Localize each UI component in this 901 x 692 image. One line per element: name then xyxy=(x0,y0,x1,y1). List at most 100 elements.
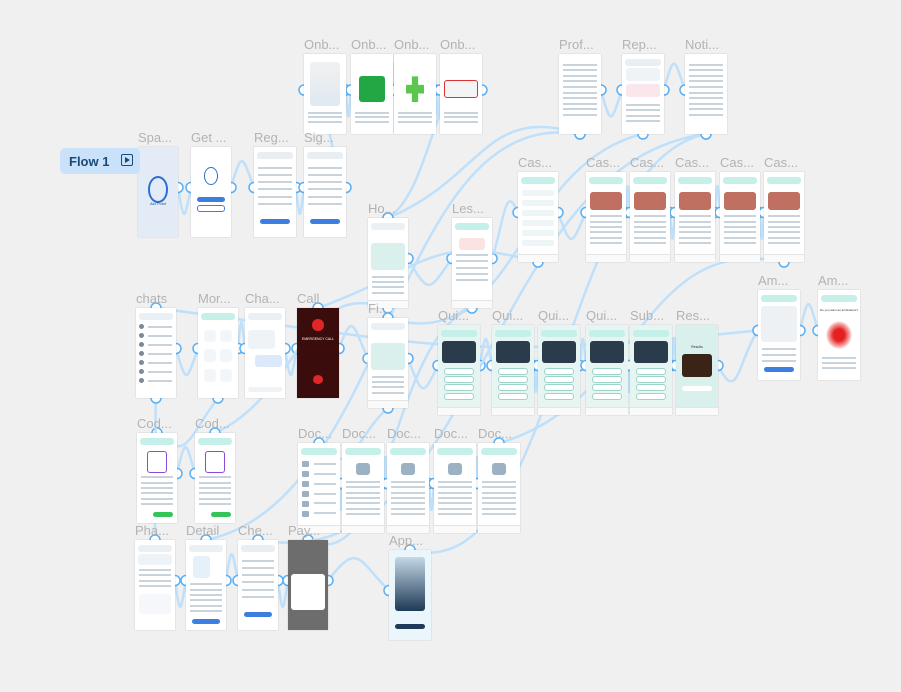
frame-doc5[interactable] xyxy=(478,443,520,533)
frame-cas6[interactable] xyxy=(764,172,804,262)
answer-option[interactable] xyxy=(636,368,666,376)
frame-onb3[interactable] xyxy=(394,54,436,134)
frame-am1[interactable] xyxy=(758,290,800,380)
prototype-link[interactable] xyxy=(662,62,687,91)
frame-reg[interactable] xyxy=(254,147,296,237)
frame-label-mor[interactable]: Mor... xyxy=(198,291,231,306)
frame-label-onb1[interactable]: Onb... xyxy=(304,37,340,52)
frame-label-doc1[interactable]: Doc... xyxy=(298,426,332,441)
answer-option[interactable] xyxy=(636,392,666,400)
end-call-button[interactable] xyxy=(312,374,324,384)
prototype-link[interactable] xyxy=(174,348,200,376)
answer-option[interactable] xyxy=(544,384,574,392)
frame-sig[interactable] xyxy=(304,147,346,237)
more-tile[interactable] xyxy=(219,369,233,382)
frame-label-qui1[interactable]: Qui... xyxy=(438,308,470,323)
answer-option[interactable] xyxy=(444,384,474,392)
frame-label-cod1[interactable]: Cod... xyxy=(137,416,172,431)
frame-label-cas6[interactable]: Cas... xyxy=(764,155,798,170)
frame-label-qui4[interactable]: Qui... xyxy=(586,308,618,323)
frame-label-am1[interactable]: Am... xyxy=(758,273,789,288)
answer-option[interactable] xyxy=(444,392,474,400)
frame-cod1[interactable] xyxy=(137,433,177,523)
frame-mor[interactable] xyxy=(198,308,238,398)
prototype-link[interactable] xyxy=(229,160,256,188)
frame-label-qui2[interactable]: Qui... xyxy=(492,308,524,323)
request-button[interactable] xyxy=(764,367,794,373)
prototype-link[interactable] xyxy=(406,358,440,390)
done-button[interactable] xyxy=(211,512,231,518)
frame-label-qui3[interactable]: Qui... xyxy=(538,308,570,323)
answer-option[interactable] xyxy=(498,368,528,376)
more-tile[interactable] xyxy=(203,369,217,382)
case-row[interactable] xyxy=(522,229,554,236)
prototype-link[interactable] xyxy=(337,324,370,360)
prototype-link[interactable] xyxy=(490,200,520,259)
frame-prof[interactable] xyxy=(559,54,601,134)
frame-label-prof[interactable]: Prof... xyxy=(559,37,594,52)
frame-am2[interactable]: Do you want an ambulance? xyxy=(818,290,860,380)
frame-doc3[interactable] xyxy=(387,443,429,533)
frame-les[interactable] xyxy=(452,218,492,308)
more-tile[interactable] xyxy=(219,349,233,362)
answer-option[interactable] xyxy=(498,384,528,392)
prototype-link[interactable] xyxy=(236,320,247,349)
hangup-icon[interactable] xyxy=(312,318,324,332)
frame-qui1[interactable] xyxy=(438,325,480,415)
frame-label-fi[interactable]: Fi... xyxy=(368,301,390,316)
answer-option[interactable] xyxy=(544,392,574,400)
frame-app[interactable] xyxy=(389,550,431,640)
prototype-link[interactable] xyxy=(478,338,494,366)
more-tile[interactable] xyxy=(203,329,217,343)
frame-label-cas5[interactable]: Cas... xyxy=(720,155,754,170)
sos-button[interactable] xyxy=(825,320,853,350)
answer-option[interactable] xyxy=(444,376,474,384)
frame-label-cas2[interactable]: Cas... xyxy=(586,155,620,170)
done-button[interactable] xyxy=(153,512,173,518)
answer-option[interactable] xyxy=(544,368,574,376)
frame-label-onb3[interactable]: Onb... xyxy=(394,37,430,52)
prototype-link[interactable] xyxy=(327,557,390,592)
answer-option[interactable] xyxy=(498,376,528,384)
frame-label-res[interactable]: Res... xyxy=(676,308,710,323)
frame-cas4[interactable] xyxy=(675,172,715,262)
frame-label-pay[interactable]: Pay... xyxy=(288,523,321,538)
frame-che[interactable] xyxy=(238,540,278,630)
submit-button[interactable] xyxy=(244,612,272,617)
prototype-link[interactable] xyxy=(317,249,539,310)
case-row[interactable] xyxy=(522,209,554,216)
frame-label-sig[interactable]: Sig... xyxy=(304,130,334,145)
frame-label-sub[interactable]: Sub... xyxy=(630,308,664,323)
more-tile[interactable] xyxy=(203,349,217,362)
add-to-cart-button[interactable] xyxy=(192,619,220,625)
frame-pay[interactable] xyxy=(288,540,328,630)
frame-label-onb2[interactable]: Onb... xyxy=(351,37,387,52)
book-button[interactable] xyxy=(395,623,425,629)
frame-call[interactable]: EMERGENCY CALL xyxy=(297,308,339,398)
case-row[interactable] xyxy=(522,239,554,246)
frame-label-pha[interactable]: Pha... xyxy=(135,523,169,538)
answer-option[interactable] xyxy=(636,384,666,392)
prototype-link[interactable] xyxy=(224,553,240,581)
frame-label-les[interactable]: Les... xyxy=(452,201,484,216)
submit-button[interactable] xyxy=(260,219,290,224)
frame-cas3[interactable] xyxy=(630,172,670,262)
prototype-link[interactable] xyxy=(283,348,299,376)
flow-start-tag[interactable]: Flow 1 xyxy=(60,148,140,174)
answer-option[interactable] xyxy=(498,392,528,400)
message-input[interactable] xyxy=(248,387,282,393)
frame-label-chats[interactable]: chats xyxy=(136,291,168,306)
frame-pha[interactable] xyxy=(135,540,175,630)
retry-button[interactable] xyxy=(682,386,712,392)
frame-label-doc5[interactable]: Doc... xyxy=(478,426,512,441)
frame-label-doc4[interactable]: Doc... xyxy=(434,426,468,441)
prototype-link[interactable] xyxy=(294,187,306,216)
frame-label-am2[interactable]: Am... xyxy=(818,273,849,288)
frame-label-cha[interactable]: Cha... xyxy=(245,291,280,306)
get-started-button[interactable] xyxy=(197,197,225,203)
prototype-link[interactable] xyxy=(406,257,454,286)
frame-label-app[interactable]: App... xyxy=(389,533,423,548)
frame-onb1[interactable] xyxy=(304,54,346,134)
answer-option[interactable] xyxy=(592,376,622,384)
